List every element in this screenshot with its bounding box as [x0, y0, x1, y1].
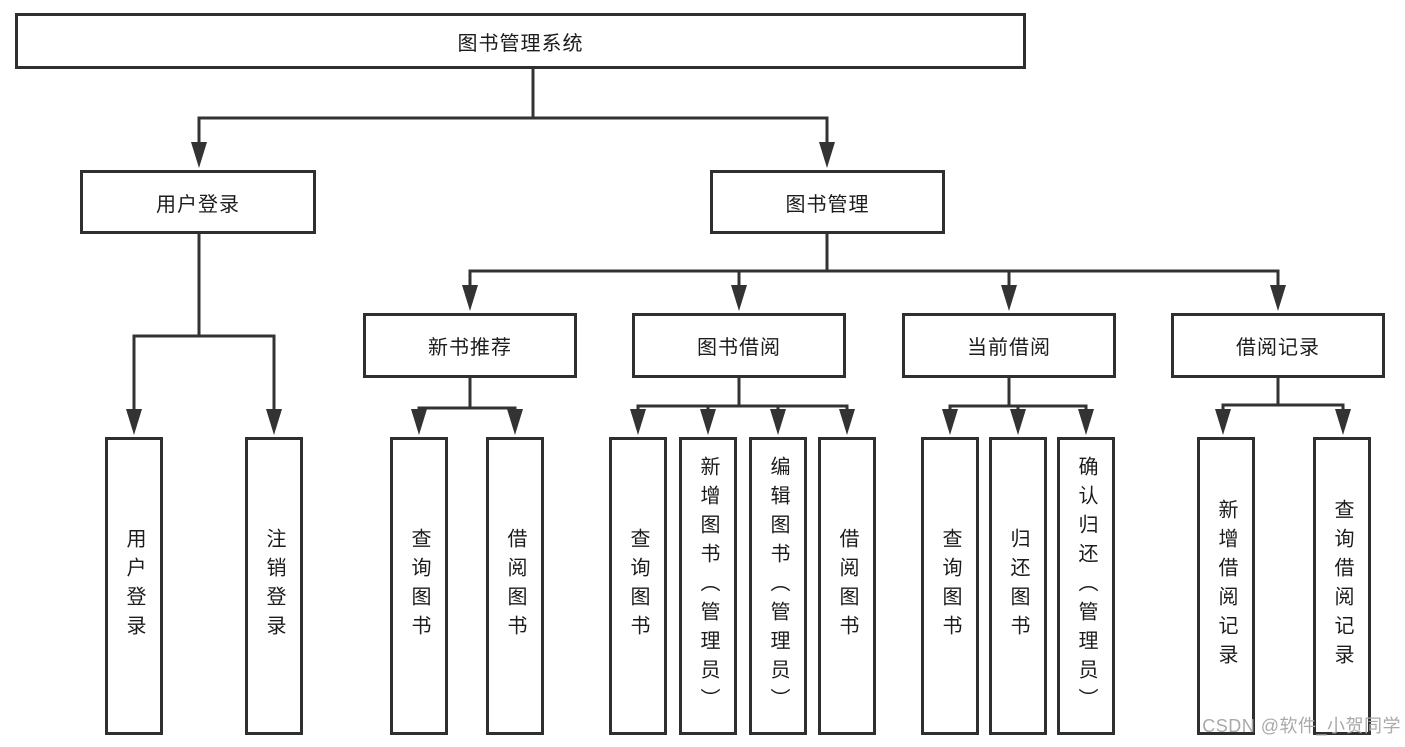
arrowhead-icon — [839, 409, 855, 435]
node-query-books-current: 查询图书 — [921, 437, 979, 735]
node-query-books-recommend: 查询图书 — [390, 437, 448, 735]
node-add-borrow-record: 新增借阅记录 — [1197, 437, 1255, 735]
node-book-borrowing: 图书借阅 — [632, 313, 846, 378]
arrowhead-icon — [1270, 285, 1286, 311]
node-library-management-system: 图书管理系统 — [15, 13, 1026, 69]
node-user-login-leaf: 用户登录 — [105, 437, 163, 735]
connector-bookborrow-to-children — [636, 378, 849, 410]
connector-root-to-level2 — [197, 69, 829, 142]
arrowhead-icon — [819, 142, 835, 168]
arrowhead-icon — [462, 285, 478, 311]
connector-currentborrow-to-children — [948, 378, 1088, 410]
arrowhead-icon — [191, 142, 207, 168]
arrowhead-icon — [411, 409, 427, 435]
node-user-login-branch: 用户登录 — [80, 170, 316, 234]
connector-userlogin-to-children — [132, 234, 276, 410]
connector-borrowrecords-to-children — [1221, 378, 1345, 410]
node-borrow-books-leaf: 借阅图书 — [818, 437, 876, 735]
arrowhead-icon — [1078, 409, 1094, 435]
node-return-books: 归还图书 — [989, 437, 1047, 735]
arrowhead-icon — [630, 409, 646, 435]
node-logout: 注销登录 — [245, 437, 303, 735]
arrowhead-icon — [731, 285, 747, 311]
node-current-borrowing: 当前借阅 — [902, 313, 1116, 378]
arrowhead-icon — [1001, 285, 1017, 311]
arrowhead-icon — [700, 409, 716, 435]
node-add-books-admin: 新增图书（管理员） — [679, 437, 737, 735]
arrowhead-icon — [1010, 409, 1026, 435]
node-new-book-recommend: 新书推荐 — [363, 313, 577, 378]
csdn-watermark: CSDN @软件_小贺同学 — [1202, 716, 1401, 736]
node-query-books-borrowing: 查询图书 — [609, 437, 667, 735]
node-confirm-return-admin: 确认归还（管理员） — [1057, 437, 1115, 735]
connector-newbookrec-to-children — [417, 378, 517, 410]
arrowhead-icon — [266, 409, 282, 435]
arrowhead-icon — [507, 409, 523, 435]
arrowheads — [126, 142, 1351, 435]
node-query-borrow-record: 查询借阅记录 — [1313, 437, 1371, 735]
arrowhead-icon — [126, 409, 142, 435]
node-borrow-books-recommend: 借阅图书 — [486, 437, 544, 735]
node-book-management-branch: 图书管理 — [710, 170, 945, 234]
arrowhead-icon — [1335, 409, 1351, 435]
node-borrowing-records: 借阅记录 — [1171, 313, 1385, 378]
arrowhead-icon — [1215, 409, 1231, 435]
arrowhead-icon — [770, 409, 786, 435]
node-edit-books-admin: 编辑图书（管理员） — [749, 437, 807, 735]
connector-bookmgmt-to-level3 — [468, 234, 1280, 285]
arrowhead-icon — [942, 409, 958, 435]
